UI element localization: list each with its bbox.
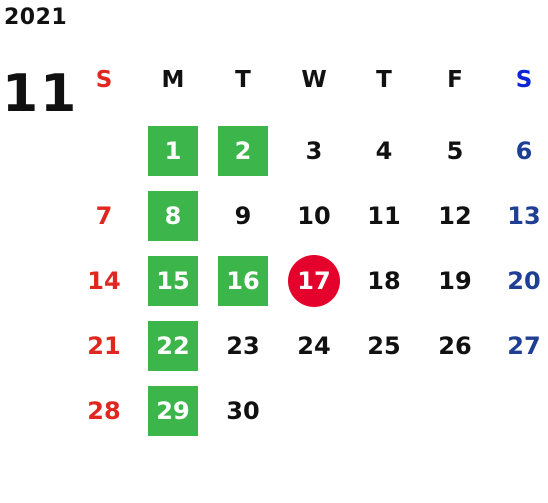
day-cell-24[interactable]: 24 xyxy=(297,332,331,360)
day-cell-27[interactable]: 27 xyxy=(507,332,541,360)
month-number: 11 xyxy=(2,64,79,124)
day-cell-28[interactable]: 28 xyxy=(87,397,121,425)
year-label: 2021 xyxy=(4,5,68,30)
day-cell-29[interactable]: 29 xyxy=(148,386,198,436)
day-cell-21[interactable]: 21 xyxy=(87,332,121,360)
day-cell-16[interactable]: 16 xyxy=(218,256,268,306)
weekday-header-wednesday: W xyxy=(301,67,327,93)
weekday-header-tuesday: T xyxy=(235,67,251,93)
day-cell-5[interactable]: 5 xyxy=(446,137,464,165)
day-cell-3[interactable]: 3 xyxy=(305,137,323,165)
day-cell-7[interactable]: 7 xyxy=(95,202,113,230)
day-cell-15[interactable]: 15 xyxy=(148,256,198,306)
day-cell-17[interactable]: 17 xyxy=(288,255,340,307)
day-cell-22[interactable]: 22 xyxy=(148,321,198,371)
day-cell-1[interactable]: 1 xyxy=(148,126,198,176)
day-cell-18[interactable]: 18 xyxy=(367,267,401,295)
day-cell-14[interactable]: 14 xyxy=(87,267,121,295)
day-cell-26[interactable]: 26 xyxy=(438,332,472,360)
weekday-header-friday: F xyxy=(447,67,463,93)
weekday-header-thursday: T xyxy=(376,67,392,93)
day-cell-23[interactable]: 23 xyxy=(226,332,260,360)
day-cell-2[interactable]: 2 xyxy=(218,126,268,176)
day-cell-12[interactable]: 12 xyxy=(438,202,472,230)
day-cell-30[interactable]: 30 xyxy=(226,397,260,425)
day-cell-20[interactable]: 20 xyxy=(507,267,541,295)
day-cell-4[interactable]: 4 xyxy=(375,137,393,165)
weekday-header-saturday: S xyxy=(515,67,533,93)
day-cell-25[interactable]: 25 xyxy=(367,332,401,360)
weekday-header-monday: M xyxy=(161,67,185,93)
day-cell-19[interactable]: 19 xyxy=(438,267,472,295)
day-cell-13[interactable]: 13 xyxy=(507,202,541,230)
day-cell-11[interactable]: 11 xyxy=(367,202,401,230)
day-cell-10[interactable]: 10 xyxy=(297,202,331,230)
day-cell-8[interactable]: 8 xyxy=(148,191,198,241)
day-cell-6[interactable]: 6 xyxy=(515,137,533,165)
weekday-header-sunday: S xyxy=(95,67,113,93)
day-cell-9[interactable]: 9 xyxy=(234,202,252,230)
